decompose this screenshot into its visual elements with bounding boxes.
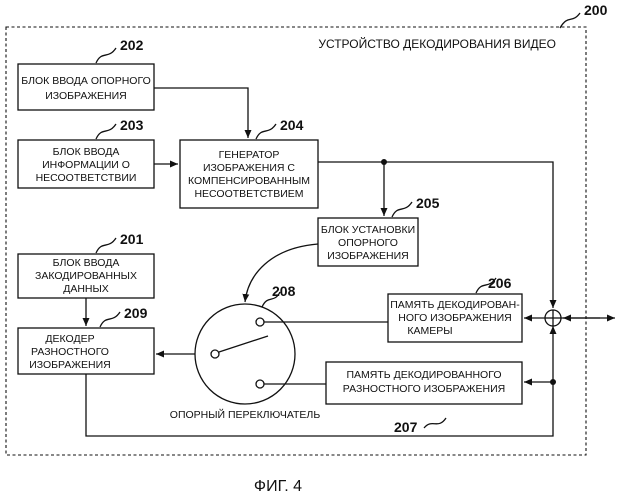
block-206-line-2: НОГО ИЗОБРАЖЕНИЯ bbox=[398, 312, 511, 324]
block-204-line-3: КОМПЕНСИРОВАННЫМ bbox=[188, 175, 310, 187]
device-leader bbox=[560, 13, 580, 28]
block-203-number: 203 bbox=[120, 117, 144, 133]
block-203-line-2: ИНФОРМАЦИИ О bbox=[42, 159, 130, 171]
block-202-leader bbox=[96, 48, 116, 63]
block-201-line-3: ДАННЫХ bbox=[63, 283, 109, 295]
block-202-line-1: БЛОК ВВОДА ОПОРНОГО bbox=[21, 75, 151, 87]
block-209-leader bbox=[100, 312, 120, 327]
block-201-number: 201 bbox=[120, 231, 144, 247]
arrow-202-to-204 bbox=[154, 88, 248, 138]
block-204-number: 204 bbox=[280, 117, 304, 133]
block-206-number: 206 bbox=[488, 275, 512, 291]
device-number: 200 bbox=[584, 2, 608, 18]
reference-switch bbox=[195, 304, 295, 404]
block-205-number: 205 bbox=[416, 195, 440, 211]
device-label: УСТРОЙСТВО ДЕКОДИРОВАНИЯ ВИДЕО bbox=[318, 36, 556, 51]
block-201-leader bbox=[96, 238, 116, 253]
block-205-line-2: ОПОРНОГО bbox=[338, 237, 398, 249]
block-207-leader bbox=[424, 418, 446, 428]
switch-label: ОПОРНЫЙ ПЕРЕКЛЮЧАТЕЛЬ bbox=[170, 408, 321, 421]
switch-terminal-upper bbox=[256, 318, 264, 326]
block-209-line-1: ДЕКОДЕР bbox=[45, 333, 94, 345]
block-203-line-1: БЛОК ВВОДА bbox=[53, 146, 120, 158]
block-203-line-3: НЕСООТВЕТСТВИИ bbox=[36, 172, 137, 184]
block-204-line-1: ГЕНЕРАТОР bbox=[219, 149, 280, 161]
block-207-line-1: ПАМЯТЬ ДЕКОДИРОВАННОГО bbox=[346, 369, 501, 381]
block-207-number: 207 bbox=[394, 419, 418, 435]
block-205-line-3: ИЗОБРАЖЕНИЯ bbox=[327, 250, 409, 262]
block-204-line-4: НЕСООТВЕТСТВИЕМ bbox=[194, 188, 303, 200]
block-205-leader bbox=[392, 202, 412, 217]
block-203-leader bbox=[96, 124, 116, 139]
block-202-line-2: ИЗОБРАЖЕНИЯ bbox=[45, 90, 127, 102]
switch-number: 208 bbox=[272, 283, 296, 299]
switch-pivot bbox=[211, 350, 219, 358]
block-209-line-3: ИЗОБРАЖЕНИЯ bbox=[29, 359, 111, 371]
block-209-line-2: РАЗНОСТНОГО bbox=[31, 346, 109, 358]
block-201-line-2: ЗАКОДИРОВАННЫХ bbox=[35, 270, 137, 282]
block-207-line-2: РАЗНОСТНОГО ИЗОБРАЖЕНИЯ bbox=[343, 383, 505, 395]
block-reference-image-input bbox=[18, 64, 154, 110]
block-206-line-1: ПАМЯТЬ ДЕКОДИРОВАН- bbox=[390, 299, 520, 311]
block-205-line-1: БЛОК УСТАНОВКИ bbox=[321, 224, 415, 236]
figure-caption: ФИГ. 4 bbox=[254, 478, 302, 495]
block-202-number: 202 bbox=[120, 37, 144, 53]
block-201-line-1: БЛОК ВВОДА bbox=[53, 257, 120, 269]
block-204-line-2: ИЗОБРАЖЕНИЯ С bbox=[203, 162, 295, 174]
switch-terminal-lower bbox=[256, 380, 264, 388]
block-204-leader bbox=[256, 124, 276, 139]
block-206-line-3: КАМЕРЫ bbox=[407, 325, 452, 337]
block-209-number: 209 bbox=[124, 305, 148, 321]
